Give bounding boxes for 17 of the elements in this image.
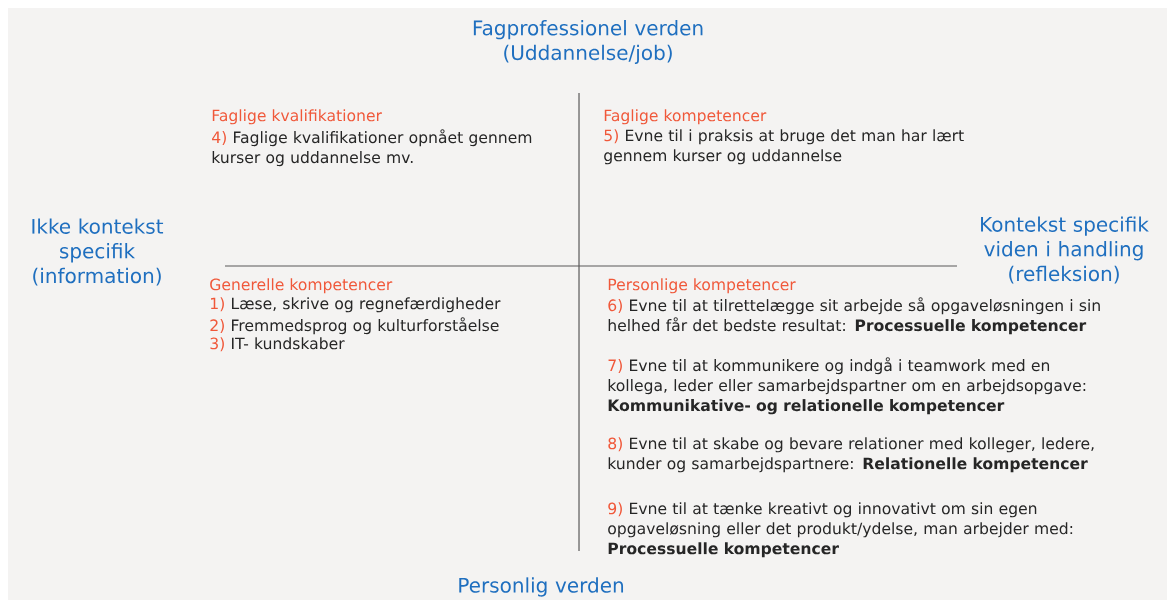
axis-label: Fagprofessionel verden (Uddannelse/job) [473,20,703,64]
quadrant-heading: Faglige kompetencer [604,109,767,125]
quadrant-heading: Faglige kvalifikationer [212,109,382,125]
quadrant-heading: Personlige kompetencer [608,278,796,294]
list-item: 1) Læse, skrive og regnefærdigheder [211,297,501,313]
list-item: 8) Evne til at skabe og bevare relationer med kolleger, ledere, kunder og samarbejdspartnere: Relationelle kompetencer [608,437,1094,473]
list-item: 9) Evne til at tænke kreativt og innovativt om sin egen opgaveløsning eller det produkt/ydelse, man arbejder med: Processuelle kompetencer [608,502,1073,558]
list-item: 5) Evne til i praksis at bruge det man har lært gennem kurser og uddannelse [604,129,964,165]
axis-label: Personlig verden [459,577,623,597]
list-item: 3) IT- kundskaber [210,337,345,352]
axis-label: Kontekst specifik viden i handling (refleksion) [981,216,1149,284]
list-item: 6) Evne til at tilrettelægge sit arbejde så opgaveløsningen i sin helhed får det bedste resultat: Processuelle kompetencer [608,297,1100,335]
list-item: 2) Fremmedsprog og kulturforståelse [210,317,499,335]
axis-label: Ikke kontekst specifik (information) [32,218,164,286]
quadrant-heading: Generelle kompetencer [210,278,393,294]
list-item: 4) Faglige kvalifikationer opnået gennem kurser og uddannelse mv. [212,129,532,167]
list-item: 7) Evne til at kommunikere og indgå i teamwork med en kollega, leder eller samarbejdspartner om en arbejdsopgave: Kommunikative- og relationelle kompetencer [608,357,1086,415]
